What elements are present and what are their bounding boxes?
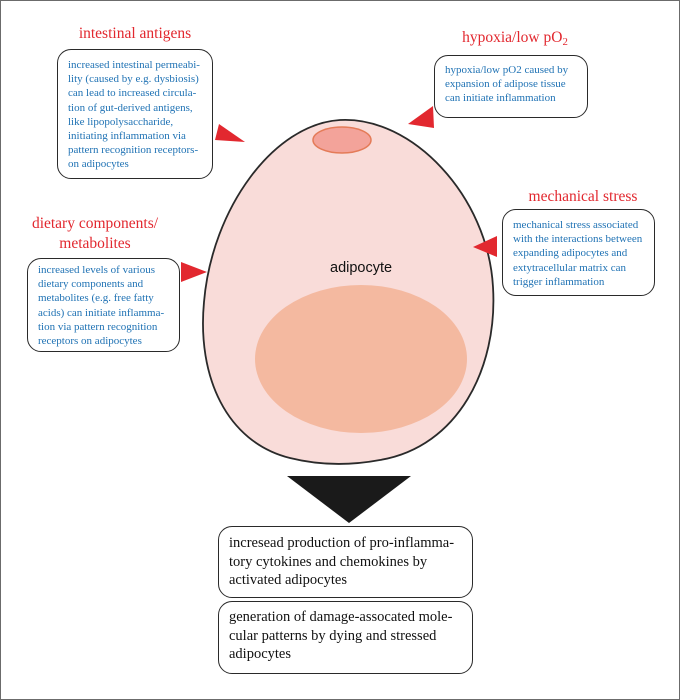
arrowhead-mechanical [473, 236, 497, 257]
dietary-line: dietary components and [38, 278, 144, 291]
dietary-components-title: dietary components/ metabolites [25, 214, 165, 254]
mechanical-line: extytracellular matrix can [513, 261, 626, 274]
hypoxia-title: hypoxia/low pO2 [440, 28, 590, 52]
outcome-line: incresead production of pro-inflamma- [229, 535, 455, 551]
cell-nucleus [255, 285, 467, 433]
outcome-line: activated adipocytes [229, 572, 347, 588]
intestinal-antigens-box: increased intestinal permeabi- lity (cau… [57, 49, 213, 179]
hypoxia-title-sub: 2 [562, 36, 568, 48]
mechanical-line: expanding adipocytes and [513, 247, 628, 260]
intestinal-line: pattern recognition receptors- [68, 144, 199, 157]
dietary-line: metabolites (e.g. free fatty [38, 292, 154, 305]
intestinal-line: tion of gut-derived antigens, [68, 101, 193, 114]
dietary-line: acids) can initiate inflamma- [38, 306, 165, 319]
arrowhead-hypoxia [408, 106, 434, 128]
outcome-arrow [287, 476, 411, 523]
outcome-line: tory cytokines and chemokines by [229, 553, 428, 570]
dietary-line: increased levels of various [38, 264, 155, 276]
intestinal-line: can lead to increased circula- [68, 87, 197, 100]
dietary-title-line: dietary components/ [31, 215, 159, 232]
arrowhead-dietary [181, 262, 207, 282]
cell-organelle [312, 126, 372, 154]
intestinal-line: lity (caused by e.g. dysbiosis) [68, 73, 199, 86]
intestinal-antigens-title: intestinal antigens [78, 25, 192, 42]
dietary-line: tion via pattern recognition [38, 320, 158, 333]
outcome-line: cular patterns by dying and stressed [229, 627, 437, 644]
mechanical-line: with the interactions between [513, 233, 643, 246]
intestinal-line: increased intestinal permeabi- [68, 59, 200, 71]
outcome-line: generation of damage-assocated mole- [229, 609, 453, 625]
outcome-cytokines-box: incresead production of pro-inflamma- to… [218, 526, 473, 598]
adipocyte-label: adipocyte [330, 260, 393, 276]
mechanical-stress-box: mechanical stress associated with the in… [502, 209, 655, 296]
dietary-line: receptors on adipocytes [38, 335, 142, 348]
mechanical-line: trigger inflammation [513, 275, 605, 288]
hypoxia-line: hypoxia/low pO2 caused by [445, 64, 569, 76]
outcome-line: adipocytes [229, 646, 292, 662]
mechanical-line: mechanical stress associated [513, 219, 639, 231]
hypoxia-title-main: hypoxia/low pO [462, 29, 563, 46]
arrowhead-intestinal [215, 124, 245, 142]
intestinal-line: like lipopolysaccharide, [68, 115, 174, 128]
outcome-damps-box: generation of damage-assocated mole- cul… [218, 601, 473, 674]
hypoxia-line: expansion of adipose tissue [445, 78, 566, 91]
intestinal-line: initiating inflammation via [68, 130, 186, 143]
hypoxia-line: can initiate inflammation [445, 92, 556, 105]
dietary-title-line: metabolites [59, 235, 131, 252]
mechanical-stress-title: mechanical stress [528, 188, 638, 205]
hypoxia-box: hypoxia/low pO2 caused by expansion of a… [434, 55, 588, 118]
dietary-components-box: increased levels of various dietary comp… [27, 258, 180, 352]
intestinal-line: on adipocytes [68, 158, 129, 171]
